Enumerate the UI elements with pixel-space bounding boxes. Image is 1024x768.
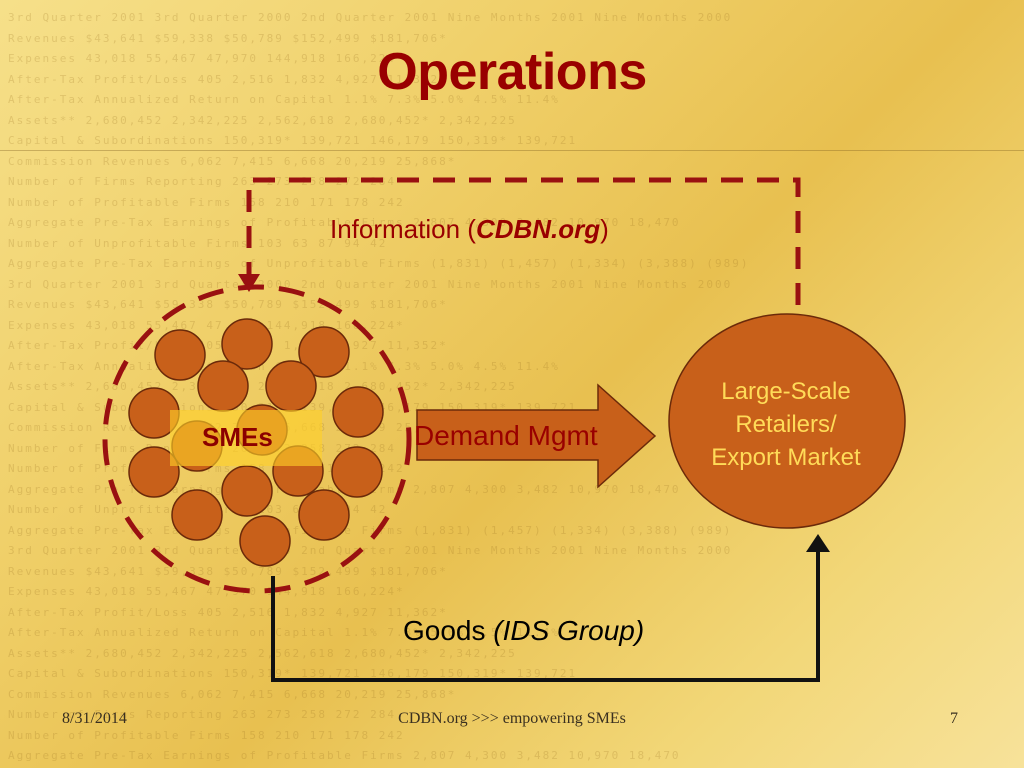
- background-text-line: Expenses 43,018 55,467 47,970 144,918 16…: [8, 52, 405, 65]
- background-text-line: 3rd Quarter 2001 3rd Quarter 2000 2nd Qu…: [8, 277, 733, 291]
- sme-node: [197, 360, 249, 412]
- sme-cluster-boundary: [102, 284, 412, 594]
- sme-nodes: [128, 318, 384, 567]
- sme-node: [239, 515, 291, 567]
- background-text-line: Capital & Subordinations 150,319* 139,72…: [8, 134, 578, 147]
- goods-label: Goods (IDS Group): [403, 615, 645, 646]
- background-text-line: Assets** 2,680,452 2,342,225 2,562,618 2…: [8, 646, 517, 660]
- goods-flow-line: [271, 548, 820, 682]
- background-text-line: Commission Revenues 6,062 7,415 6,668 20…: [8, 154, 457, 168]
- sme-node: [298, 489, 350, 541]
- footer-center-text: CDBN.org >>> empowering SMEs: [398, 710, 626, 727]
- information-arrowhead: [238, 274, 260, 292]
- background-text-line: After-Tax Profit/Loss 405 2,516 1,832 4,…: [8, 605, 448, 619]
- background-text-line: After-Tax Annualized Return on Capital 1…: [8, 626, 560, 639]
- background-text-line: Number of Unprofitable Firms 103 63 87 9…: [8, 236, 388, 250]
- background-text-line: Revenues $43,641 $59,338 $50,789 $152,49…: [8, 564, 448, 578]
- footer-date: 8/31/2014: [62, 710, 127, 727]
- sme-node: [154, 329, 206, 381]
- sme-node: [221, 318, 273, 370]
- sme-node: [332, 386, 384, 438]
- background-text-line: 3rd Quarter 2001 3rd Quarter 2000 2nd Qu…: [8, 11, 733, 24]
- background-text-line: Capital & Subordinations 150,319* 139,72…: [8, 667, 578, 680]
- sme-node: [331, 446, 383, 498]
- sme-node: [298, 326, 350, 378]
- page-number: 7: [950, 710, 958, 727]
- title-divider: [0, 150, 1024, 151]
- smes-highlight: [170, 410, 322, 466]
- cdbn-link-text: CDBN.org: [475, 214, 601, 244]
- background-text-line: Assets** 2,680,452 2,342,225 2,562,618 2…: [8, 113, 517, 127]
- background-text-line: After-Tax Profit/Loss 405 2,516 1,832 4,…: [8, 339, 448, 352]
- information-label: Information (CDBN.org): [330, 214, 609, 244]
- background-text-line: Commission Revenues 6,062 7,415 6,668 20…: [8, 687, 457, 701]
- smes-label: SMEs: [202, 422, 273, 452]
- background-text-line: Aggregate Pre-Tax Earnings of Profitable…: [8, 749, 681, 762]
- background-text-line: Expenses 43,018 55,467 47,970 144,918 16…: [8, 585, 405, 598]
- information-flow-line: [246, 177, 801, 305]
- background-text-line: After-Tax Annualized Return on Capital 1…: [8, 93, 560, 106]
- background-text-line: Number of Profitable Firms 158 210 171 1…: [8, 728, 405, 742]
- slide-title: Operations: [377, 43, 647, 101]
- sme-node: [128, 446, 180, 498]
- retailers-node: [668, 313, 906, 529]
- sme-node: [265, 360, 317, 412]
- background-text-line: Revenues $43,641 $59,338 $50,789 $152,49…: [8, 31, 448, 45]
- sme-node: [171, 489, 223, 541]
- background-text-line: Number of Firms Reporting 263 273 258 27…: [8, 708, 397, 721]
- demand-arrow: [416, 383, 657, 489]
- background-text-line: Aggregate Pre-Tax Earnings of Unprofitab…: [8, 257, 750, 270]
- sme-node: [221, 465, 273, 517]
- demand-mgmt-label: Demand Mgmt: [414, 420, 598, 451]
- goods-arrowhead: [806, 534, 830, 552]
- background-text-line: Aggregate Pre-Tax Earnings of Profitable…: [8, 216, 681, 229]
- retailers-label: Large-Scale Retailers/ Export Market: [711, 378, 861, 471]
- background-text-line: After-Tax Profit/Loss 405 2,516 1,832 4,…: [8, 72, 448, 86]
